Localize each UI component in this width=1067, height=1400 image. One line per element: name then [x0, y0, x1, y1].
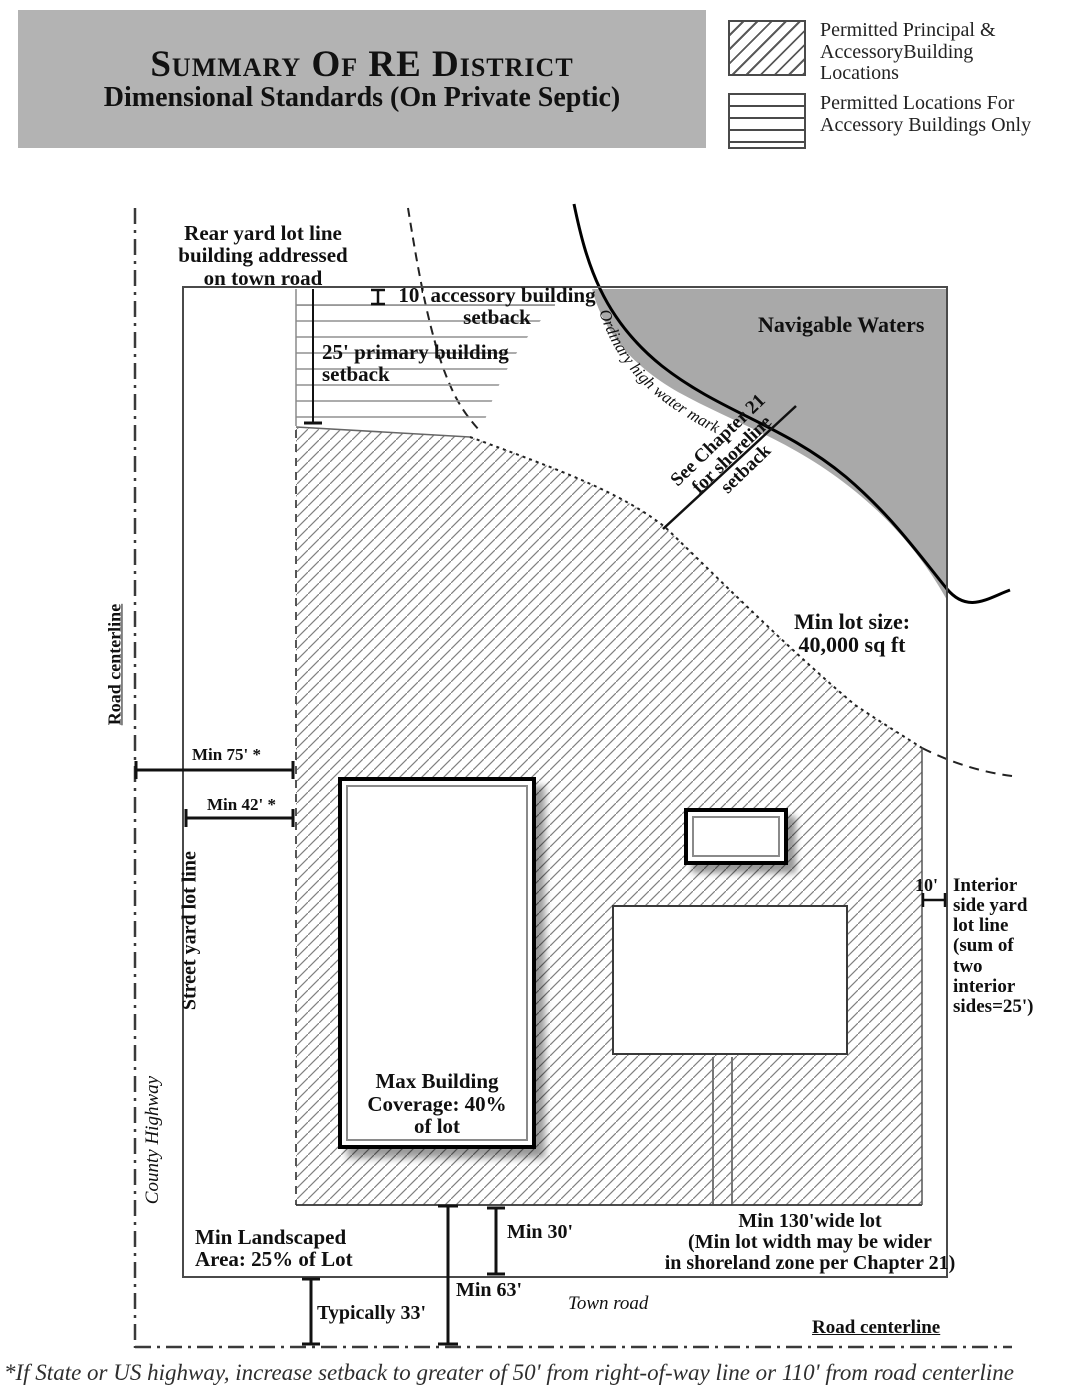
- min-42-label: Min 42' *: [207, 795, 276, 814]
- accessory-only-strip: [296, 305, 555, 426]
- lot-boundary: [182, 286, 948, 1278]
- navigable-waters-label: Navigable Waters: [758, 312, 925, 337]
- rear-yard-label: Rear yard lot line building addressed on…: [178, 221, 348, 290]
- dimension-min-30: [487, 1206, 505, 1276]
- shoreline-setback-curve-dotted: [469, 436, 923, 749]
- interior-side-yard-label: Interior side yard lot line (sum of two …: [953, 875, 1034, 1017]
- footnote: *If State or US highway, increase setbac…: [4, 1360, 1014, 1385]
- shoreline-setback-curve-right-dashed: [921, 747, 1013, 777]
- navigable-waters-area: [592, 289, 947, 600]
- min-75-label: Min 75' *: [192, 745, 261, 764]
- page-title: Summary Of RE District: [150, 43, 574, 85]
- ordinary-high-water-mark-curve: [572, 203, 1011, 604]
- legend-label-principal: Permitted Principal & AccessoryBuilding …: [820, 19, 996, 85]
- diagonal-hatch-swatch: [728, 20, 806, 76]
- legend-item-principal: Permitted Principal & AccessoryBuilding …: [728, 19, 996, 85]
- legend-item-accessory: Permitted Locations For Accessory Buildi…: [728, 92, 1032, 149]
- road-centerline-bottom-label: Road centerline: [812, 1317, 941, 1338]
- interior-10ft-label: 10': [915, 875, 939, 895]
- street-yard-lot-line-label: Street yard lot line: [178, 851, 201, 1011]
- town-road-label: Town road: [568, 1293, 649, 1314]
- horizontal-lines-swatch: [728, 93, 806, 149]
- max-building-coverage-label: Max Building Coverage: 40% of lot: [367, 1069, 507, 1138]
- dimension-min-63: [438, 1204, 458, 1346]
- road-centerline-left-label: Road centerline: [104, 603, 125, 726]
- shoreline-setback-leader-line: [662, 405, 797, 530]
- min-landscaped-label: Min Landscaped Area: 25% of Lot: [195, 1225, 353, 1272]
- principal-building-inner-outline: [346, 785, 528, 1141]
- accessory-building: [684, 808, 788, 865]
- dimension-min-42: [184, 809, 295, 827]
- min-30-label: Min 30': [507, 1221, 574, 1243]
- typically-33-label: Typically 33': [317, 1302, 427, 1324]
- min-lot-size-label: Min lot size: 40,000 sq ft: [793, 609, 911, 658]
- second-building: [612, 905, 848, 1055]
- dimension-min-75: [134, 761, 295, 779]
- dimension-typically-33: [302, 1277, 320, 1346]
- dimension-25ft-primary: [304, 289, 322, 425]
- title-panel: Summary Of RE District Dimensional Stand…: [18, 10, 706, 148]
- principal-building: Max Building Coverage: 40% of lot: [338, 777, 536, 1149]
- buildable-area-top-edge: [295, 426, 471, 438]
- page-subtitle: Dimensional Standards (On Private Septic…: [103, 81, 621, 113]
- legend-label-accessory: Permitted Locations For Accessory Buildi…: [820, 92, 1032, 136]
- primary-setback-label: 25' primary building setback: [322, 340, 509, 387]
- min-130-label: Min 130'wide lot (Min lot width may be w…: [664, 1210, 956, 1274]
- dimension-10ft-interior: [921, 893, 947, 907]
- accessory-building-inner-outline: [692, 816, 780, 857]
- accessory-setback-label: 10' accessory building setback: [398, 283, 596, 330]
- county-highway-label: County Highway: [141, 1075, 163, 1205]
- dimension-10ft-accessory: [371, 288, 385, 306]
- min-63-label: Min 63': [456, 1279, 523, 1301]
